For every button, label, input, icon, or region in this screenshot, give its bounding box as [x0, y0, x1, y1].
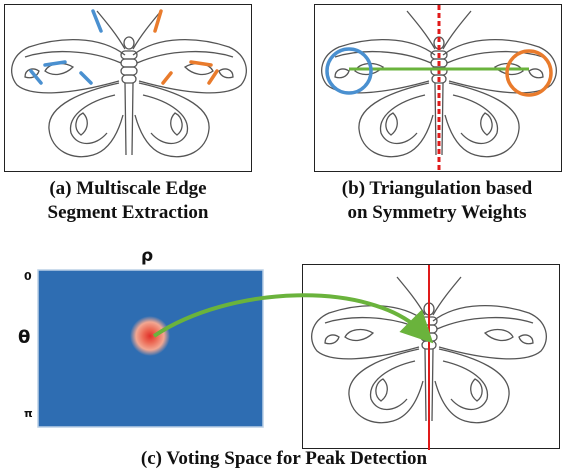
- voting-peak: [130, 316, 170, 356]
- caption-b: (b) Triangulation based on Symmetry Weig…: [306, 177, 568, 225]
- caption-b-line2: on Symmetry Weights: [347, 202, 527, 223]
- caption-b-line1: (b) Triangulation based: [341, 178, 533, 199]
- theta-axis-label: θ: [18, 327, 31, 348]
- theta-end-label: π: [24, 407, 33, 420]
- panel-triangulation: [314, 4, 562, 173]
- caption-a-line2: Segment Extraction: [47, 202, 209, 223]
- rho-axis-label: ρ: [141, 246, 154, 266]
- orange-edge-segments: [153, 9, 219, 85]
- butterfly-drawing-b: [321, 5, 557, 173]
- caption-a-line1: (a) Multiscale Edge: [49, 178, 207, 199]
- panel-detected-axis: [302, 264, 560, 450]
- butterfly-drawing-a: [11, 9, 247, 158]
- caption-a: (a) Multiscale Edge Segment Extraction: [0, 177, 256, 225]
- panel-edge-extraction: [4, 4, 252, 172]
- blue-circle: [325, 47, 373, 95]
- caption-c: (c) Voting Space for Peak Detection: [140, 448, 428, 469]
- orange-circle: [505, 49, 553, 97]
- green-arrow: [152, 293, 434, 344]
- theta-start-label: 0: [24, 270, 32, 283]
- blue-edge-segments: [29, 9, 103, 85]
